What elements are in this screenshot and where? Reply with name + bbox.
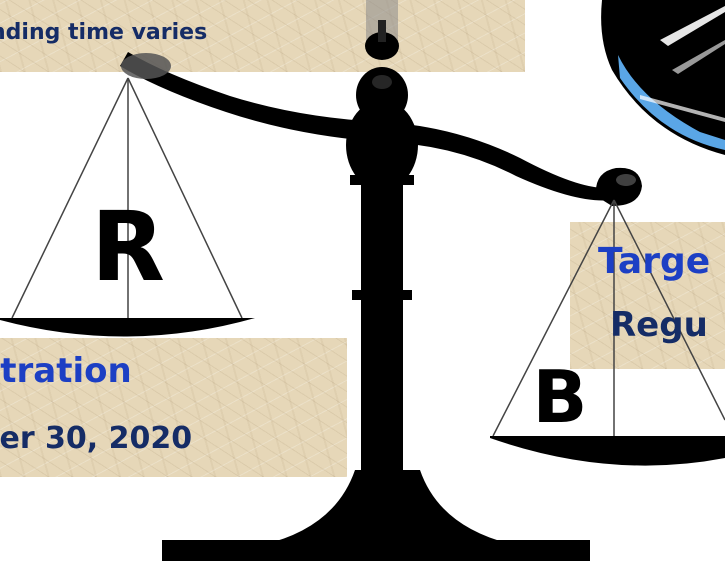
scale-finial bbox=[365, 0, 399, 60]
caption-right-line-1: Targe bbox=[598, 241, 711, 282]
caption-top-text: nding time varies bbox=[0, 20, 208, 45]
caption-left-line-2: ber 30, 2020 bbox=[0, 421, 193, 456]
caption-right-line-2: Regu bbox=[610, 305, 708, 345]
scale-beam bbox=[120, 52, 642, 206]
caption-panel-right bbox=[570, 222, 725, 369]
right-pan bbox=[490, 199, 725, 466]
left-pan-letter: R bbox=[91, 191, 165, 303]
scale-base bbox=[162, 470, 590, 561]
caption-panel-left bbox=[0, 338, 347, 477]
disc-icon bbox=[601, 0, 725, 155]
caption-panel-top bbox=[0, 0, 525, 72]
right-pan-letter: B bbox=[533, 355, 588, 439]
left-pan bbox=[0, 77, 255, 337]
